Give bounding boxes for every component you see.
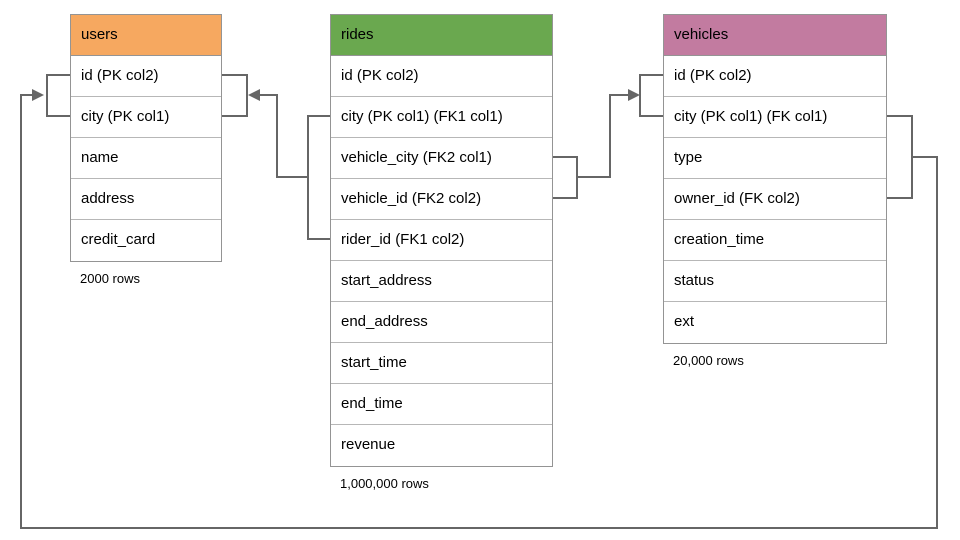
table-rides-box: rides id (PK col2)city (PK col1) (FK1 co… xyxy=(330,14,553,467)
table-row-users: id (PK col2) xyxy=(71,56,221,97)
table-row-rides: start_address xyxy=(331,261,552,302)
rides-fk1-bracket-left xyxy=(307,115,330,240)
table-row-rides: vehicle_city (FK2 col1) xyxy=(331,138,552,179)
fk-connector-vehicles-to-users xyxy=(20,74,938,529)
table-row-users: credit_card xyxy=(71,220,221,261)
table-row-vehicles: type xyxy=(664,138,886,179)
table-row-rides: end_address xyxy=(331,302,552,343)
vehicles-fk-bracket-right xyxy=(887,115,913,199)
table-vehicles: vehicles id (PK col2)city (PK col1) (FK … xyxy=(663,14,887,368)
table-vehicles-box: vehicles id (PK col2)city (PK col1) (FK … xyxy=(663,14,887,344)
arrowhead-to-users-right xyxy=(248,89,260,101)
table-row-rides: end_time xyxy=(331,384,552,425)
table-row-rides: city (PK col1) (FK1 col1) xyxy=(331,97,552,138)
table-row-rides: revenue xyxy=(331,425,552,466)
table-rides-row-count: 1,000,000 rows xyxy=(340,476,429,491)
rides-to-vehicles-route xyxy=(577,94,629,178)
vehicles-pk-bracket-left xyxy=(639,74,663,117)
table-vehicles-row-count: 20,000 rows xyxy=(673,353,744,368)
arrowhead-to-vehicles-left xyxy=(628,89,640,101)
table-row-vehicles: status xyxy=(664,261,886,302)
rides-fk2-bracket-right xyxy=(553,156,578,199)
table-vehicles-header: vehicles xyxy=(664,15,886,56)
table-row-users: address xyxy=(71,179,221,220)
table-row-rides: id (PK col2) xyxy=(331,56,552,97)
table-row-vehicles: ext xyxy=(664,302,886,343)
table-rides-rows: id (PK col2)city (PK col1) (FK1 col1)veh… xyxy=(331,56,552,466)
table-row-users: city (PK col1) xyxy=(71,97,221,138)
fk-connector-rides-to-vehicles xyxy=(553,74,663,199)
table-rides-header: rides xyxy=(331,15,552,56)
arrowhead-to-users-left xyxy=(32,89,44,101)
table-row-vehicles: owner_id (FK col2) xyxy=(664,179,886,220)
table-row-users: name xyxy=(71,138,221,179)
rides-to-users-route xyxy=(259,94,308,178)
users-pk-bracket-right xyxy=(222,74,248,117)
table-row-vehicles: city (PK col1) (FK col1) xyxy=(664,97,886,138)
table-row-rides: start_time xyxy=(331,343,552,384)
table-users-header: users xyxy=(71,15,221,56)
fk-connector-rides-to-users xyxy=(222,74,330,240)
users-pk-bracket-left xyxy=(46,74,70,117)
table-row-rides: rider_id (FK1 col2) xyxy=(331,220,552,261)
table-row-vehicles: creation_time xyxy=(664,220,886,261)
table-row-rides: vehicle_id (FK2 col2) xyxy=(331,179,552,220)
table-row-vehicles: id (PK col2) xyxy=(664,56,886,97)
table-users-row-count: 2000 rows xyxy=(80,271,140,286)
vehicles-to-users-route xyxy=(20,94,938,529)
table-rides: rides id (PK col2)city (PK col1) (FK1 co… xyxy=(330,14,553,491)
table-vehicles-rows: id (PK col2)city (PK col1) (FK col1)type… xyxy=(664,56,886,343)
